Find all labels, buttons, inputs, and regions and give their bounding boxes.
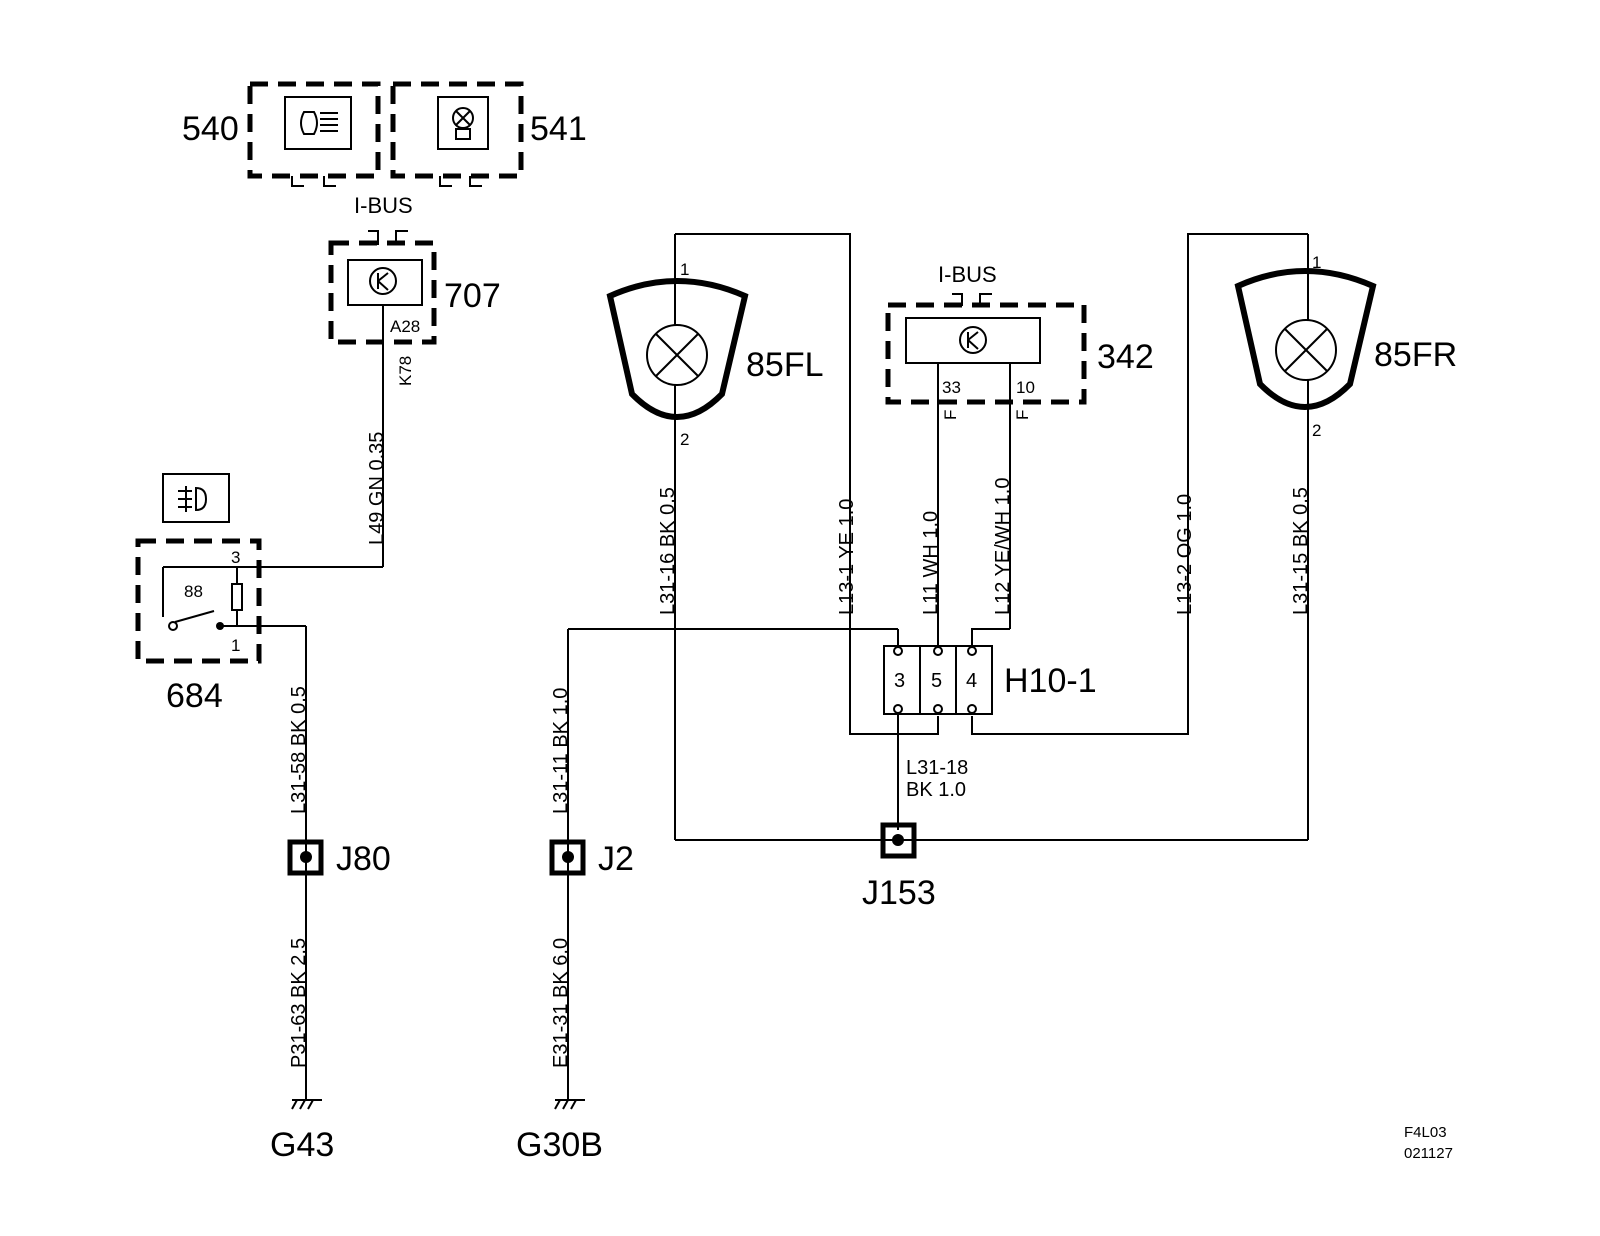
wire-l11: L11 WH 1.0: [920, 511, 942, 615]
headlight-switch-icon: [300, 111, 338, 135]
pin-88: 88: [184, 582, 203, 601]
connector-h10-1: 3 5 4 H10-1: [883, 645, 1097, 715]
wire-l12: L12 YE/WH 1.0: [992, 478, 1014, 615]
ground-g43: G43: [270, 1126, 334, 1164]
wire-l31-58: L31-58 BK 0.5: [288, 686, 310, 814]
pin-h10-4: 4: [966, 670, 977, 692]
wire-l31-16: L31-16 BK 0.5: [657, 487, 679, 615]
module-icon: [369, 267, 397, 295]
label-85fr: 85FR: [1374, 336, 1457, 374]
bulb-icon: [646, 324, 708, 386]
pin-h10-5: 5: [931, 670, 942, 692]
ibus-label-707: I-BUS: [354, 193, 413, 218]
pin-342-10: 10: [1016, 378, 1035, 397]
diagram-date: 021127: [1404, 1145, 1453, 1162]
component-540: 540: [182, 81, 381, 187]
pin-a28: A28: [390, 317, 420, 336]
component-541: 541: [390, 81, 587, 187]
label-541: 541: [530, 110, 587, 148]
label-h10-1: H10-1: [1004, 662, 1097, 700]
label-540: 540: [182, 110, 239, 148]
wire-e31-31: E31-31 BK 6.0: [550, 938, 572, 1068]
wire-p31-63: P31-63 BK 2.5: [288, 938, 310, 1068]
label-85fl: 85FL: [746, 346, 824, 384]
wire-l31-15: L31-15 BK 0.5: [1290, 487, 1312, 615]
junction-j2: J2: [598, 840, 634, 878]
ibus-label-342: I-BUS: [938, 262, 997, 287]
wire-l13-1: L13-1 YE 1.0: [836, 499, 858, 615]
junction-j153: J153: [862, 874, 936, 912]
lamp-85fl: 1 2 85FL: [606, 234, 824, 449]
ground-icon: [554, 1099, 585, 1110]
junction-j153-box: [880, 822, 917, 859]
lamp-85fr: 1 2 85FR: [1234, 234, 1457, 440]
pin-85fr-2: 2: [1312, 421, 1321, 440]
wire-l31-18-bk: BK 1.0: [906, 779, 966, 801]
pin-h10-3: 3: [894, 670, 905, 692]
component-342: 33 10 342: [885, 302, 1154, 405]
wire-l31-18: L31-18: [906, 757, 968, 779]
module-icon: [959, 326, 987, 354]
junction-j2-box: [549, 839, 586, 876]
pin-k78: K78: [396, 356, 415, 386]
pin-f-b: F: [1013, 410, 1032, 420]
label-684: 684: [166, 677, 223, 715]
pin-684-3: 3: [231, 548, 240, 567]
pin-342-33: 33: [942, 378, 961, 397]
pin-85fl-1: 1: [680, 260, 689, 279]
component-707: A28 707: [328, 240, 501, 345]
pin-684-1: 1: [231, 636, 240, 655]
wire-l13-2: L13-2 OG 1.0: [1174, 494, 1196, 615]
label-342: 342: [1097, 338, 1154, 376]
ground-g30b: G30B: [516, 1126, 603, 1164]
dome-light-icon: [452, 107, 474, 140]
junction-j80: J80: [336, 840, 391, 878]
wire-l49: L49 GN 0.35: [366, 432, 388, 545]
pin-85fl-2: 2: [680, 430, 689, 449]
diagram-code: F4L03: [1404, 1124, 1447, 1141]
junction-j80-box: [287, 839, 324, 876]
bulb-icon: [1275, 319, 1337, 381]
label-707: 707: [444, 277, 501, 315]
fog-light-icon: [178, 486, 208, 512]
ground-icon: [291, 1099, 322, 1110]
wire-l31-11: L31-11 BK 1.0: [550, 688, 572, 814]
component-684: 88 3 1 684: [135, 538, 383, 715]
pin-f-a: F: [941, 410, 960, 420]
pin-85fr-1: 1: [1312, 253, 1321, 272]
